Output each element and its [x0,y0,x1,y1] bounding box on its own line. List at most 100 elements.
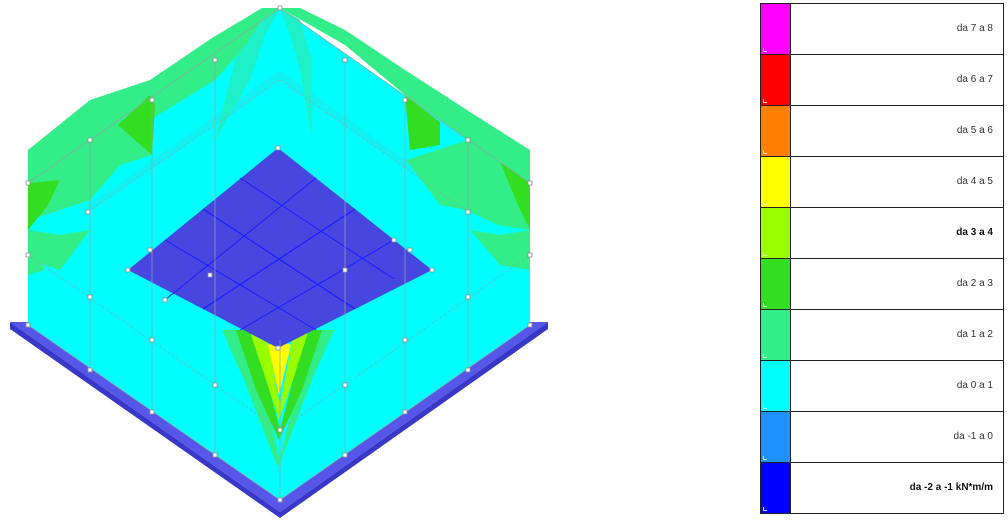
legend-swatch [761,259,791,309]
mesh-node [342,57,348,63]
mesh-node [87,137,93,143]
mesh-node [87,294,93,300]
band-front-v-peak [268,340,291,395]
mesh-node [212,382,218,388]
slab-grid-line [164,177,317,301]
mesh-node [149,409,155,415]
legend-label: da 0 a 1 [956,380,993,391]
mesh-horizontal-line [27,254,281,431]
mesh-node [402,97,408,103]
legend-row: da -1 a 0 [760,412,1004,463]
band-front-left-corner [28,240,45,275]
band-back-center-right [280,8,312,140]
swatch-corner-mark [763,354,767,358]
band-back-center-left [215,8,280,140]
mesh-edge-line [279,7,531,184]
mesh-node [87,367,93,373]
legend-label: da 4 a 5 [956,176,993,187]
model-viewport[interactable] [0,0,560,518]
mesh-node [402,337,408,343]
legend-label: da 1 a 2 [956,329,993,340]
legend-swatch [761,55,791,105]
legend-swatch [761,361,791,411]
mesh-node [275,145,281,151]
legend-label: da 2 a 3 [956,278,993,289]
slab-grid-line [164,239,317,331]
band-front-right-edge [470,230,530,270]
band-front-v-inner [250,332,308,420]
mesh-node [391,237,397,243]
swatch-corner-mark [763,507,767,511]
swatch-corner-mark [763,99,767,103]
mesh-node [527,252,533,258]
mesh-node [149,97,155,103]
mesh-horizontal-line [87,79,281,213]
mesh-node [25,252,31,258]
band-back-left-corner [28,180,60,230]
legend-label: da 6 a 7 [956,74,993,85]
mesh-node [465,137,471,143]
legend-row: da 4 a 5 [760,157,1004,208]
legend-swatch [761,463,791,513]
mesh-node [277,427,283,433]
mesh-horizontal-line [279,254,531,431]
mesh-node [162,297,168,303]
legend-swatch [761,4,791,54]
band-back-right-dark [405,95,440,150]
slab-grid-line [239,239,395,331]
legend-row: da 0 a 1 [760,361,1004,412]
mesh-node [527,180,533,186]
mesh-node [342,382,348,388]
band-back-left-dark [118,95,155,155]
slab-grid-line [239,177,395,280]
mesh-node [25,322,31,328]
swatch-corner-mark [763,456,767,460]
swatch-corner-mark [763,405,767,409]
mesh-node [527,322,533,328]
band-front-left-edge [28,230,90,270]
mesh-node [212,452,218,458]
legend-row: da 3 a 4 [760,208,1004,259]
mesh-node [275,345,281,351]
mesh-node [342,267,348,273]
mesh-node [342,452,348,458]
legend-row: da 7 a 8 [760,4,1004,55]
mesh-horizontal-line [279,79,469,213]
swatch-corner-mark [763,48,767,52]
mesh-node [465,294,471,300]
band-front-v-mid [236,330,322,440]
legend-swatch [761,157,791,207]
legend-label: da 5 a 6 [956,125,993,136]
mesh-node [407,247,413,253]
legend-row: da 1 a 2 [760,310,1004,361]
legend-label: da 3 a 4 [956,227,993,238]
mesh-node [207,272,213,278]
legend-row: da 6 a 7 [760,55,1004,106]
top-slab-surface [128,148,432,348]
mesh-node [125,267,131,273]
mesh-node [147,247,153,253]
swatch-corner-mark [763,201,767,205]
mesh-lines [25,5,533,503]
mesh-node [465,209,471,215]
mesh-node [465,367,471,373]
mesh-node [277,5,283,11]
swatch-corner-mark [763,252,767,256]
mesh-node [25,180,31,186]
legend-swatch [761,208,791,258]
legend-label: da -1 a 0 [953,431,993,442]
mesh-node [402,409,408,415]
mesh-node [149,337,155,343]
swatch-corner-mark [763,303,767,307]
color-legend: da 7 a 8 da 6 a 7 da 5 a 6 da 4 a 5 da 3 a 4… [760,3,1004,517]
legend-row: da -2 a -1 kN*m/m [760,463,1004,514]
structure-3d-view [10,5,548,518]
mesh-node [277,497,283,503]
band-back-right-corner [500,162,530,230]
mesh-node [85,209,91,215]
legend-swatch [761,106,791,156]
slab-grid-line [202,208,356,310]
top-slab [128,148,432,348]
legend-label: da 7 a 8 [956,23,993,34]
mesh-edge-line [27,7,281,184]
